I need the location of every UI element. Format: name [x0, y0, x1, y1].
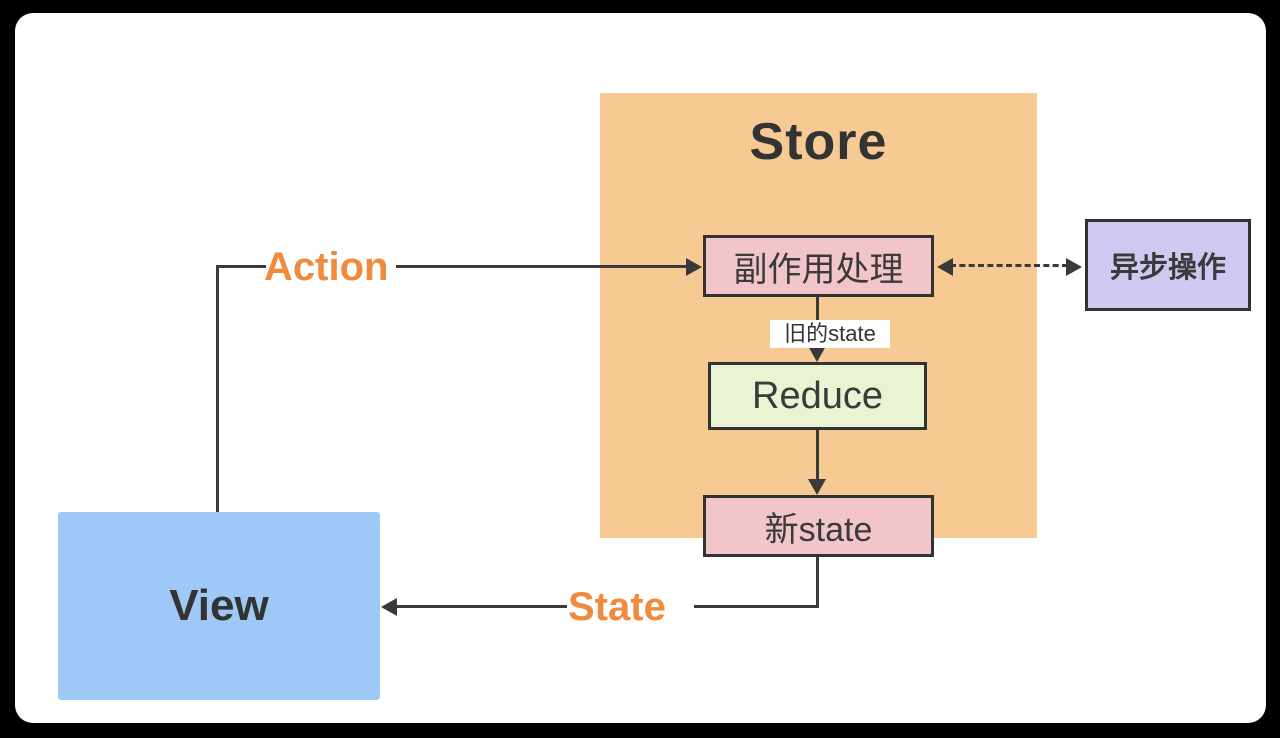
arrowhead-left-icon [937, 258, 953, 276]
arrowhead-left-icon [381, 598, 397, 616]
action-line-horizontal-left [216, 265, 266, 268]
node-side-effect-label: 副作用处理 [733, 250, 904, 289]
node-async-operation-label: 异步操作 [1109, 252, 1226, 284]
node-side-effect-handling: 副作用处理 [703, 235, 934, 297]
node-reduce-label: Reduce [752, 374, 883, 417]
old-state-edge-label: 旧的state [770, 320, 890, 348]
arrowhead-down-icon [808, 479, 826, 495]
node-new-state: 新state [703, 495, 934, 557]
node-view: View [58, 512, 380, 700]
node-view-label: View [169, 581, 269, 630]
arrowhead-right-icon [686, 258, 702, 276]
reduce-to-newstate-line [816, 430, 819, 481]
arrowhead-right-icon [1066, 258, 1082, 276]
node-new-state-label: 新state [764, 510, 873, 549]
state-line-horizontal-right [694, 605, 819, 608]
action-line-horizontal-right [396, 265, 686, 268]
action-edge-label: Action [264, 245, 389, 289]
arrowhead-down-icon [808, 346, 826, 362]
action-line-vertical [216, 265, 219, 512]
node-async-operation: 异步操作 [1085, 219, 1251, 311]
state-edge-label: State [568, 585, 666, 629]
state-line-horizontal-left [397, 605, 567, 608]
async-dashed-line [950, 264, 1068, 267]
node-reduce: Reduce [708, 362, 927, 430]
state-line-vertical [816, 557, 819, 608]
store-group-title: Store [749, 113, 888, 171]
